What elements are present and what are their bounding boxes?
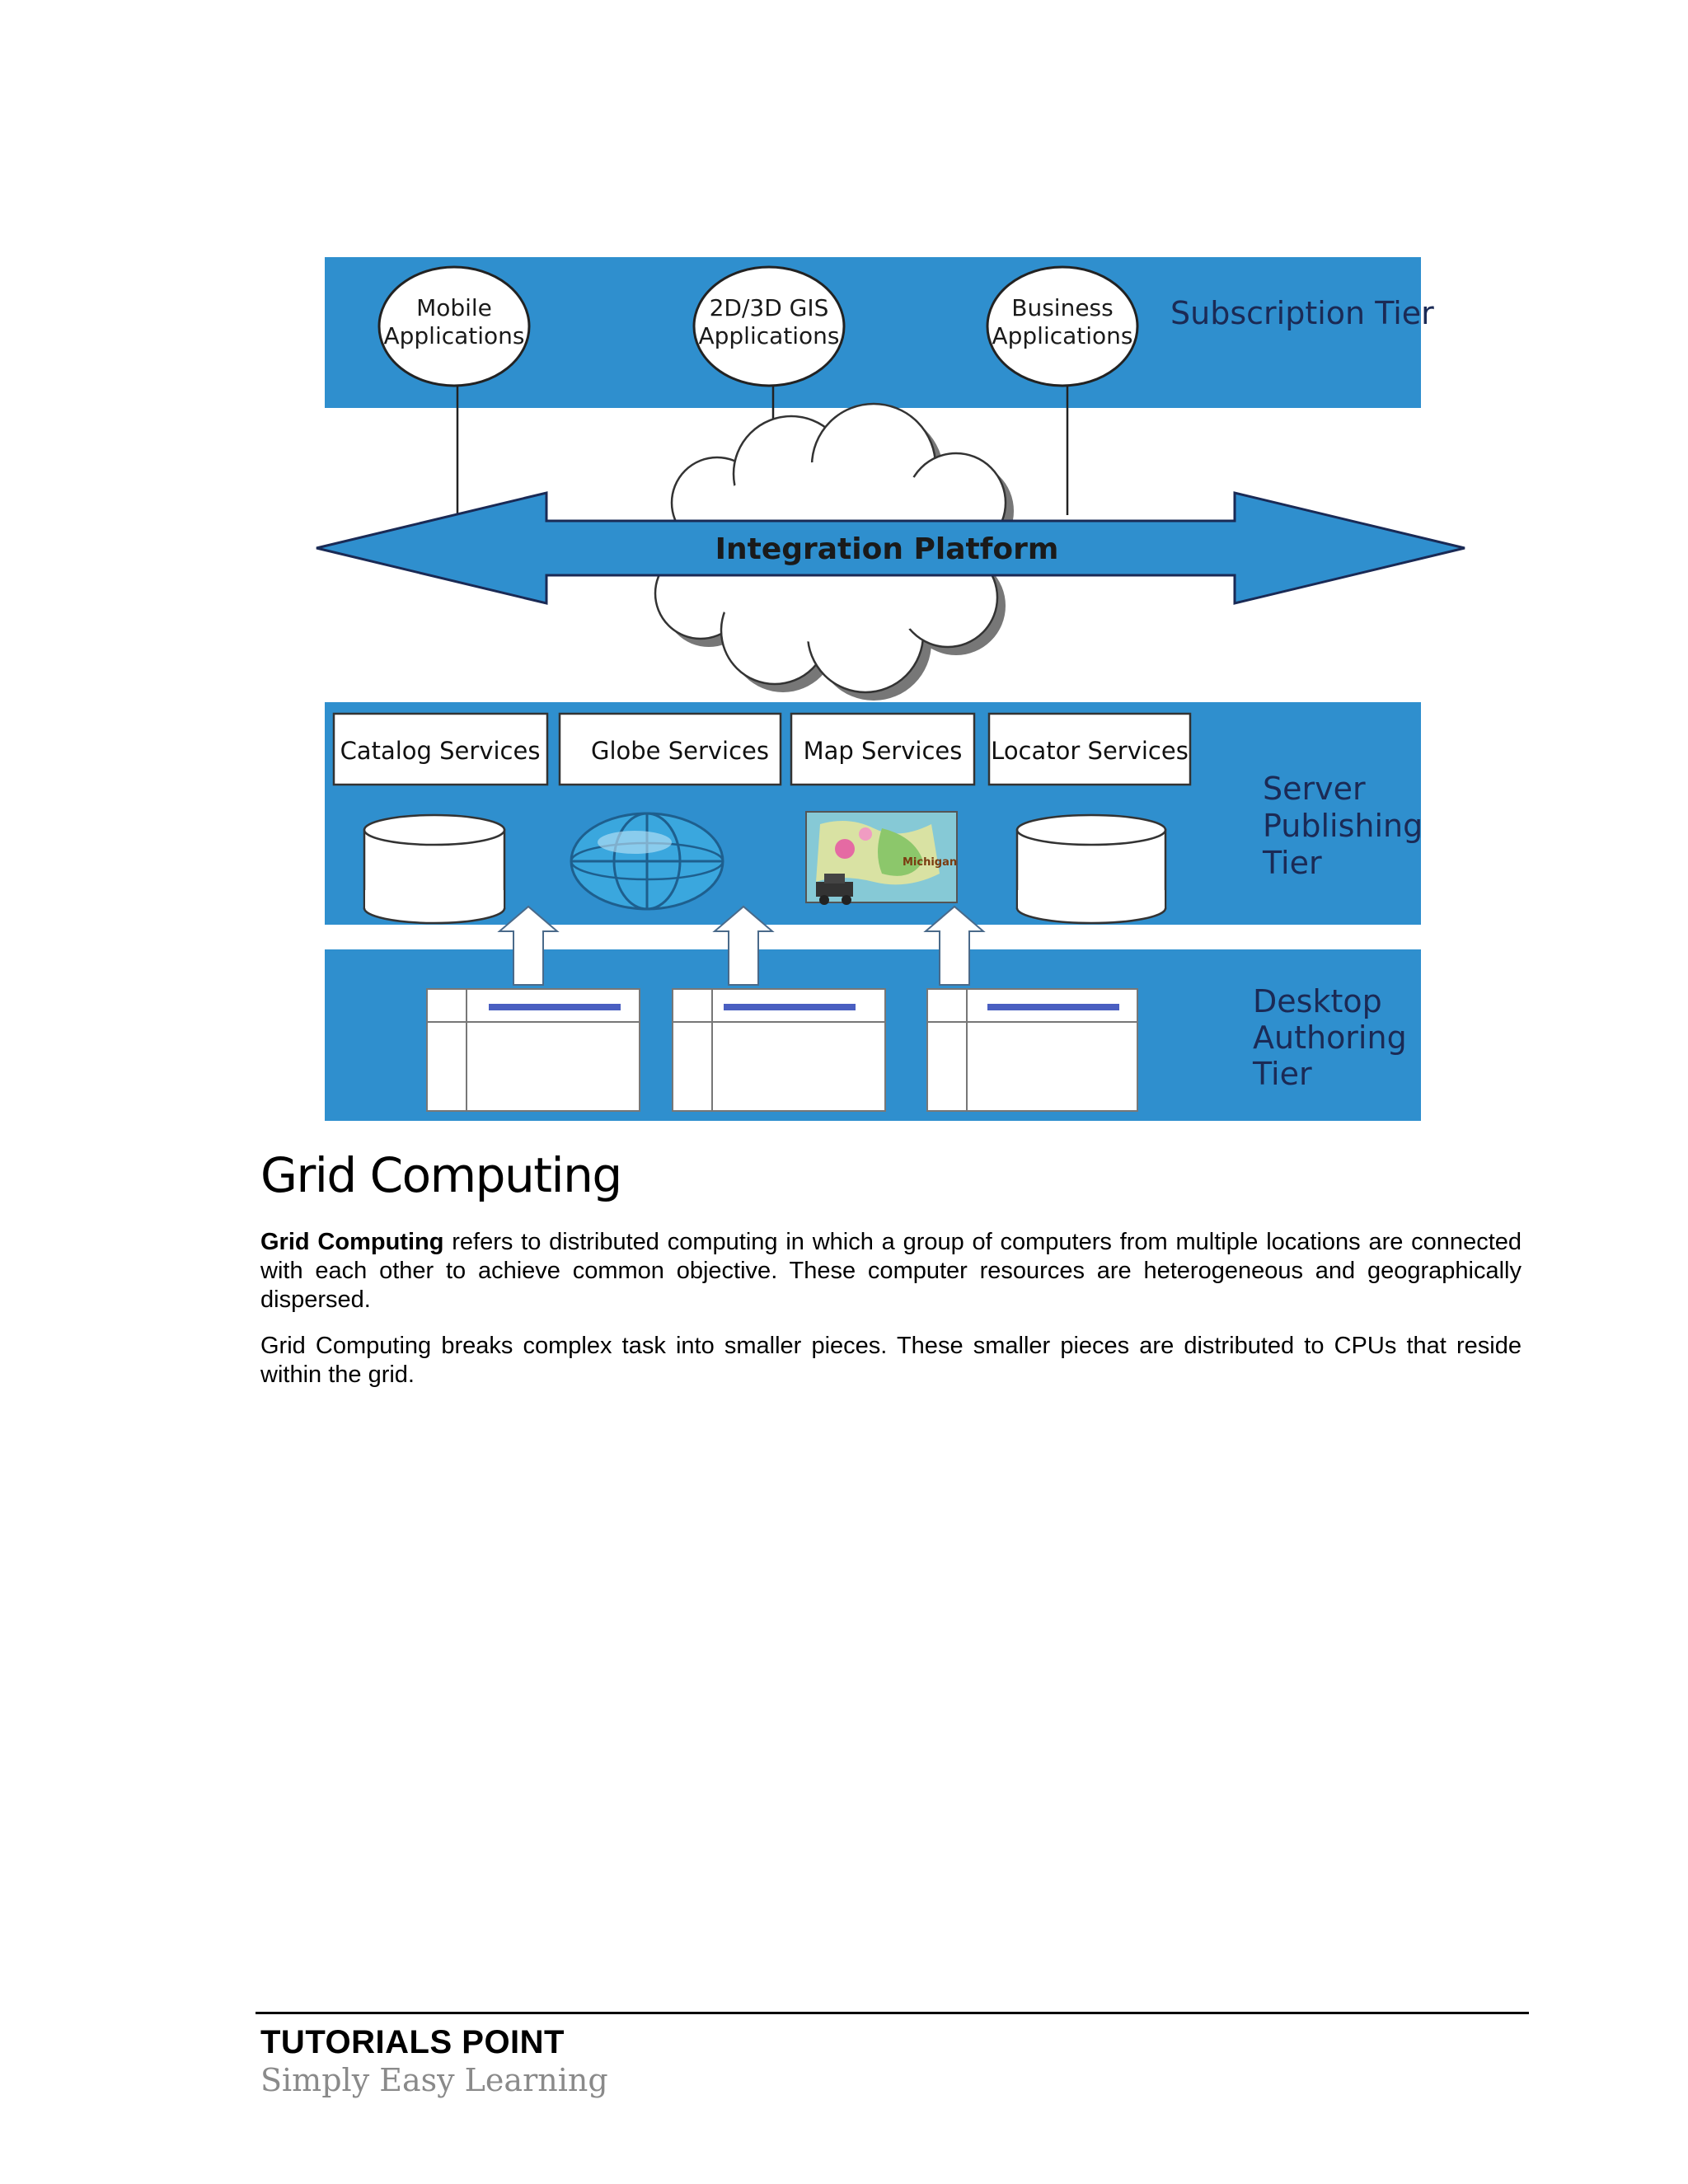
paragraph-definition-term: Grid Computing <box>260 1229 444 1255</box>
footer-divider <box>256 2012 1529 2014</box>
subscription-tier-label: Subscription Tier <box>1170 295 1434 331</box>
server-tier-line1: Server <box>1263 771 1366 807</box>
integration-platform-arrow: Integration Platform <box>316 491 1465 605</box>
desktop-window-1 <box>426 988 640 1112</box>
service-locator-label: Locator Services <box>991 737 1189 765</box>
bubble-business: Business Applications <box>986 265 1139 387</box>
server-tier-line3: Tier <box>1262 845 1322 881</box>
desktop-tier-line1: Desktop <box>1253 983 1382 1019</box>
footer-tagline: Simply Easy Learning <box>260 2062 608 2098</box>
desktop-authoring-tier-label: Desktop Authoring Tier <box>1252 983 1407 1092</box>
desktop-window-2 <box>672 988 886 1112</box>
section-heading: Grid Computing <box>260 1147 622 1203</box>
desktop-tier-line2: Authoring <box>1253 1019 1407 1056</box>
bubble-mobile-line1: Mobile <box>416 294 492 321</box>
desktop-window-3 <box>926 988 1138 1112</box>
bubble-business-line1: Business <box>1011 294 1113 321</box>
footer-brand: TUTORIALS POINT <box>260 2024 565 2060</box>
paragraph-definition-text: refers to distributed computing in which… <box>260 1229 1522 1313</box>
service-locator: Locator Services <box>987 712 1192 786</box>
paragraph-definition: Grid Computing refers to distributed com… <box>260 1228 1522 1315</box>
desktop-tier-line3: Tier <box>1252 1056 1312 1092</box>
bubble-gis-line2: Applications <box>698 322 839 349</box>
bubble-business-line2: Applications <box>992 322 1132 349</box>
map-icon: Michigan <box>805 811 958 905</box>
database-cylinder-locator <box>1015 813 1167 925</box>
service-map: Map Services <box>790 712 976 786</box>
paragraph-breakdown: Grid Computing breaks complex task into … <box>260 1333 1522 1388</box>
service-catalog: Catalog Services <box>332 712 549 786</box>
up-arrow-1 <box>497 905 560 986</box>
bubble-gis: 2D/3D GIS Applications <box>692 265 846 387</box>
globe-icon <box>570 812 724 911</box>
service-globe-label: Globe Services <box>591 737 769 765</box>
gis-architecture-diagram: Subscription Tier Mobile Applications 2D… <box>316 257 1465 1121</box>
service-map-label: Map Services <box>804 737 963 765</box>
map-label: Michigan <box>903 856 957 869</box>
service-globe: Globe Services <box>558 712 782 786</box>
bubble-gis-line1: 2D/3D GIS <box>710 294 829 321</box>
up-arrow-3 <box>923 905 986 986</box>
server-publishing-tier-label: Server Publishing Tier <box>1262 771 1423 881</box>
server-tier-line2: Publishing <box>1263 808 1423 844</box>
up-arrow-2 <box>712 905 775 986</box>
bubble-mobile: Mobile Applications <box>377 265 531 387</box>
integration-platform-label: Integration Platform <box>715 532 1059 566</box>
bubble-mobile-line2: Applications <box>383 322 524 349</box>
database-cylinder-catalog <box>363 813 506 925</box>
service-catalog-label: Catalog Services <box>340 737 541 765</box>
